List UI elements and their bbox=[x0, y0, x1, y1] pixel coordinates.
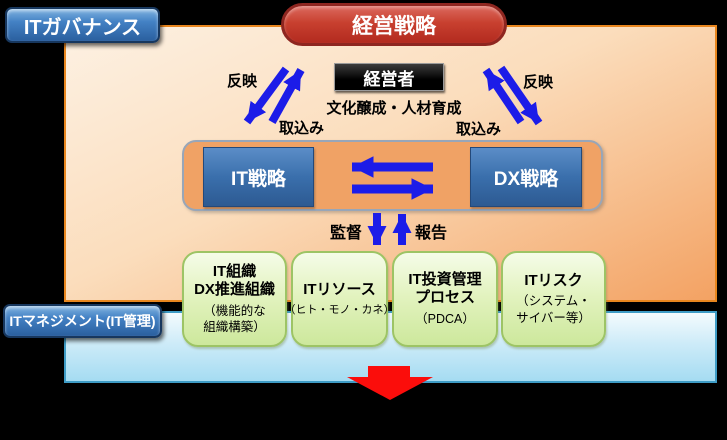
supervise-label: 監督 bbox=[330, 225, 363, 242]
foundation-title: IT投資管理 プロセス bbox=[408, 271, 482, 307]
governance-tag: ITガバナンス bbox=[5, 7, 160, 43]
foundation-box-it-investment-process: IT投資管理 プロセス （PDCA） bbox=[392, 251, 498, 347]
it-strategy-box: IT戦略 bbox=[203, 147, 314, 207]
report-label: 報告 bbox=[415, 225, 448, 242]
foundation-subtitle: （機能的な 組織構築） bbox=[203, 303, 266, 334]
foundation-title: ITリソース bbox=[303, 281, 376, 299]
culture-note: 文化醸成・人材育成 bbox=[326, 100, 462, 117]
foundation-title: IT組織 DX推進組織 bbox=[194, 262, 275, 299]
dx-strategy-box: DX戦略 bbox=[470, 147, 582, 207]
management-strategy-pill: 経営戦略 bbox=[281, 3, 507, 46]
intake-label-right: 取込み bbox=[456, 121, 502, 138]
foundation-box-it-organization: IT組織 DX推進組織 （機能的な 組織構築） bbox=[182, 251, 287, 347]
foundation-subtitle: （ヒト・モノ・カネ） bbox=[284, 303, 395, 316]
intake-label-left: 取込み bbox=[279, 120, 325, 137]
management-tag: ITマネジメント(IT管理) bbox=[3, 304, 162, 338]
foundation-box-it-risk: ITリスク （システム・ サイバー等） bbox=[501, 251, 606, 347]
reflect-label-left: 反映 bbox=[227, 73, 258, 90]
foundation-title: ITリスク bbox=[524, 272, 583, 290]
foundation-subtitle: （PDCA） bbox=[415, 311, 475, 326]
reflect-label-right: 反映 bbox=[523, 74, 554, 91]
foundation-subtitle: （システム・ サイバー等） bbox=[516, 294, 591, 325]
foundation-box-it-resources: ITリソース （ヒト・モノ・カネ） bbox=[285, 251, 395, 347]
executive-box: 経営者 bbox=[334, 63, 444, 91]
